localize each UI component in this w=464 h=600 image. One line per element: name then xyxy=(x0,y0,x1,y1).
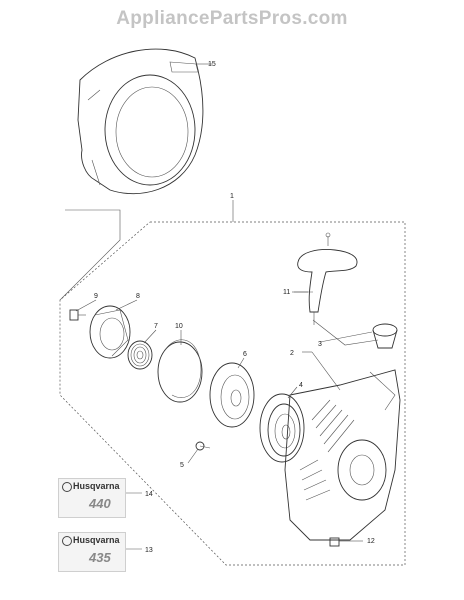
callout-1: 1 xyxy=(230,193,234,200)
decal-model: 435 xyxy=(89,550,111,565)
leader-lines xyxy=(75,200,373,550)
callout-11: 11 xyxy=(283,289,290,296)
callout-6: 6 xyxy=(243,351,247,358)
watermark: AppliancePartsPros.com xyxy=(116,8,348,29)
callout-3: 3 xyxy=(318,341,322,348)
part-screw-5 xyxy=(195,441,211,451)
decal-brand: Husqvarna xyxy=(73,535,120,545)
callout-9: 9 xyxy=(94,293,98,300)
part-fan-housing xyxy=(77,48,212,195)
part-spring-cassette xyxy=(259,393,305,463)
callout-13: 13 xyxy=(145,547,153,554)
callout-7: 7 xyxy=(154,323,158,330)
part-spring xyxy=(127,340,153,370)
part-screw-12 xyxy=(329,537,352,547)
part-starter-handle xyxy=(292,232,358,325)
decal-model: 440 xyxy=(89,496,111,511)
part-pulley-cover xyxy=(89,305,131,359)
callout-15: 15 xyxy=(208,61,216,68)
part-rope-guide xyxy=(312,319,398,349)
callout-10: 10 xyxy=(175,323,183,330)
husqvarna-logo-icon xyxy=(62,482,72,492)
callout-12: 12 xyxy=(367,538,375,545)
husqvarna-logo-icon xyxy=(62,536,72,546)
decal-brand: Husqvarna xyxy=(73,481,120,491)
callout-5: 5 xyxy=(180,462,184,469)
part-screw-9 xyxy=(69,309,86,321)
part-starter-housing xyxy=(284,369,401,541)
decal-435: Husqvarna 435 xyxy=(58,532,126,572)
decal-440: Husqvarna 440 xyxy=(58,478,126,518)
callout-4: 4 xyxy=(299,382,303,389)
callout-8: 8 xyxy=(136,293,140,300)
part-starter-rope xyxy=(157,339,203,403)
callout-14: 14 xyxy=(145,491,153,498)
callout-2: 2 xyxy=(290,350,294,357)
part-rope-pulley xyxy=(209,362,255,428)
